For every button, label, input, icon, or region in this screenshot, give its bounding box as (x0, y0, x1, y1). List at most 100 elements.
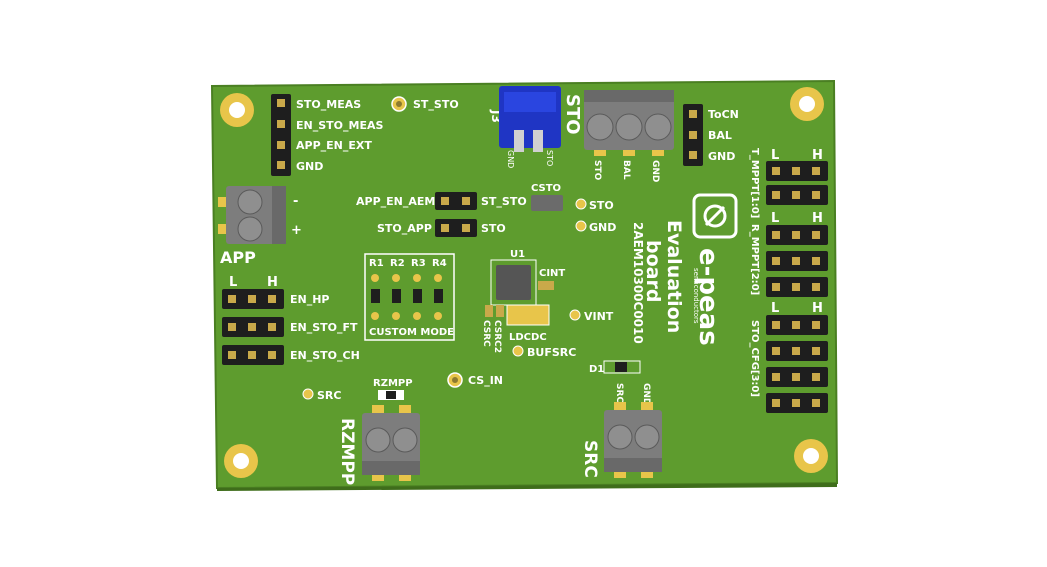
e-peas-logo (692, 193, 738, 239)
inductor-ldcdc (506, 304, 550, 326)
label-st-sto-tp: ST_STO (413, 98, 459, 111)
label-h-left: H (267, 275, 278, 290)
label-sto-meas: STO_MEAS (296, 98, 361, 111)
header-en-sto-ft[interactable] (222, 317, 284, 337)
label-cint: CINT (539, 268, 565, 279)
label-l-r1: L (771, 148, 779, 163)
label-gnd-right: GND (708, 150, 735, 163)
terminal-app[interactable] (218, 186, 286, 244)
testpoint-sto[interactable] (575, 198, 587, 210)
testpoint-bufsrc[interactable] (512, 345, 524, 357)
label-en-sto-ft: EN_STO_FT (290, 321, 358, 334)
capacitor-csto (531, 195, 563, 211)
label-r1: R1 (369, 258, 384, 269)
label-custom-mode: CUSTOM MODE (369, 327, 454, 338)
label-gnd-top: GND (296, 160, 323, 173)
label-h-r1: H (812, 148, 823, 163)
pad-csrc2 (496, 305, 504, 317)
resistor-pads (371, 274, 443, 320)
custom-mode-block (364, 253, 455, 341)
label-en-hp: EN_HP (290, 293, 330, 306)
capacitor-cint (538, 281, 554, 290)
label-l-left: L (229, 275, 237, 290)
label-brand: e-peas (693, 248, 723, 346)
label-gnd-tp: GND (589, 221, 616, 234)
label-h-r3: H (812, 301, 823, 316)
label-sto-pin-bal: BAL (621, 160, 631, 180)
pad-csrc (485, 305, 493, 317)
label-part-number: 2AEM10300C0010 (631, 222, 645, 344)
testpoint-src[interactable] (302, 388, 314, 400)
label-eval-line2: board (642, 240, 664, 302)
header-sto-cfg[interactable] (766, 315, 828, 413)
label-sto-big: STO (562, 94, 583, 135)
header-app-en-aem[interactable] (435, 192, 477, 210)
label-h-r2: H (812, 211, 823, 226)
header-sto-app[interactable] (435, 219, 477, 237)
label-app-big: APP (220, 248, 256, 267)
label-bufsrc: BUFSRC (527, 346, 576, 359)
label-l-r3: L (771, 301, 779, 316)
label-csrc2: CSRC2 (492, 320, 502, 353)
label-ldcdc: LDCDC (509, 332, 547, 343)
label-sto-pin-sto: STO (592, 160, 602, 181)
label-csto: CSTO (531, 183, 561, 194)
label-j3-gnd: GND (506, 150, 515, 168)
label-en-sto-ch: EN_STO_CH (290, 349, 360, 362)
label-app-en-ext: APP_EN_EXT (296, 139, 372, 152)
label-rzmpp-small: RZMPP (373, 378, 413, 389)
header-tocn[interactable] (683, 104, 703, 166)
label-gnd-pin: GND (641, 383, 651, 405)
testpoint-gnd[interactable] (575, 220, 587, 232)
label-t-mppt: T_MPPT[1:0] (749, 148, 760, 218)
label-eval-line1: Evaluation (663, 220, 685, 333)
chip-u1 (496, 265, 531, 300)
mounting-holes (220, 87, 828, 478)
label-vint: VINT (584, 310, 614, 323)
switch-j3[interactable] (499, 86, 561, 152)
label-app-minus: - (293, 194, 298, 209)
header-sto-meas[interactable] (271, 94, 291, 176)
label-src-big: SRC (580, 440, 600, 478)
label-csrc: CSRC (481, 320, 491, 347)
label-rzmpp-big: RZMPP (337, 418, 357, 485)
label-r2: R2 (390, 258, 405, 269)
pcb-board-shade (217, 483, 837, 491)
label-r3: R3 (411, 258, 426, 269)
header-en-hp[interactable] (222, 289, 284, 309)
label-en-sto-meas: EN_STO_MEAS (296, 119, 383, 132)
label-sto-cfg: STO_CFG[3:0] (749, 320, 760, 397)
label-st-sto-hdr: ST_STO (481, 195, 527, 208)
label-r4: R4 (432, 258, 447, 269)
label-u1: U1 (510, 249, 525, 260)
label-tocn: ToCN (708, 108, 739, 121)
testpoint-cs-in[interactable] (447, 372, 463, 388)
header-r-mppt[interactable] (766, 225, 828, 297)
terminal-sto[interactable] (584, 90, 674, 156)
label-app-plus: + (291, 223, 302, 238)
label-cs-in: CS_IN (468, 374, 503, 387)
diode-d1-outline (603, 360, 641, 374)
label-j3-sto: STO (545, 150, 554, 166)
label-r-mppt: R_MPPT[2:0] (749, 224, 760, 295)
label-l-r2: L (771, 211, 779, 226)
testpoint-st-sto[interactable] (391, 96, 407, 112)
label-sto-tp: STO (589, 199, 614, 212)
label-sto-app: STO_APP (377, 222, 432, 235)
resistor-rzmpp-body (386, 391, 396, 399)
label-d1: D1 (589, 364, 604, 375)
header-en-sto-ch[interactable] (222, 345, 284, 365)
label-app-en-aem: APP_EN_AEM (356, 195, 435, 208)
label-brand-sub: semiconductors (692, 268, 700, 324)
testpoint-vint[interactable] (569, 309, 581, 321)
label-sto-pin-gnd: GND (650, 160, 660, 182)
label-src-pin: SRC (614, 383, 624, 403)
terminal-src[interactable] (604, 402, 662, 478)
label-src-tp: SRC (317, 389, 341, 402)
diode-d1 (615, 362, 627, 372)
terminal-rzmpp[interactable] (362, 405, 420, 481)
header-t-mppt[interactable] (766, 161, 828, 205)
label-sto-hdr: STO (481, 222, 506, 235)
label-bal: BAL (708, 129, 732, 142)
